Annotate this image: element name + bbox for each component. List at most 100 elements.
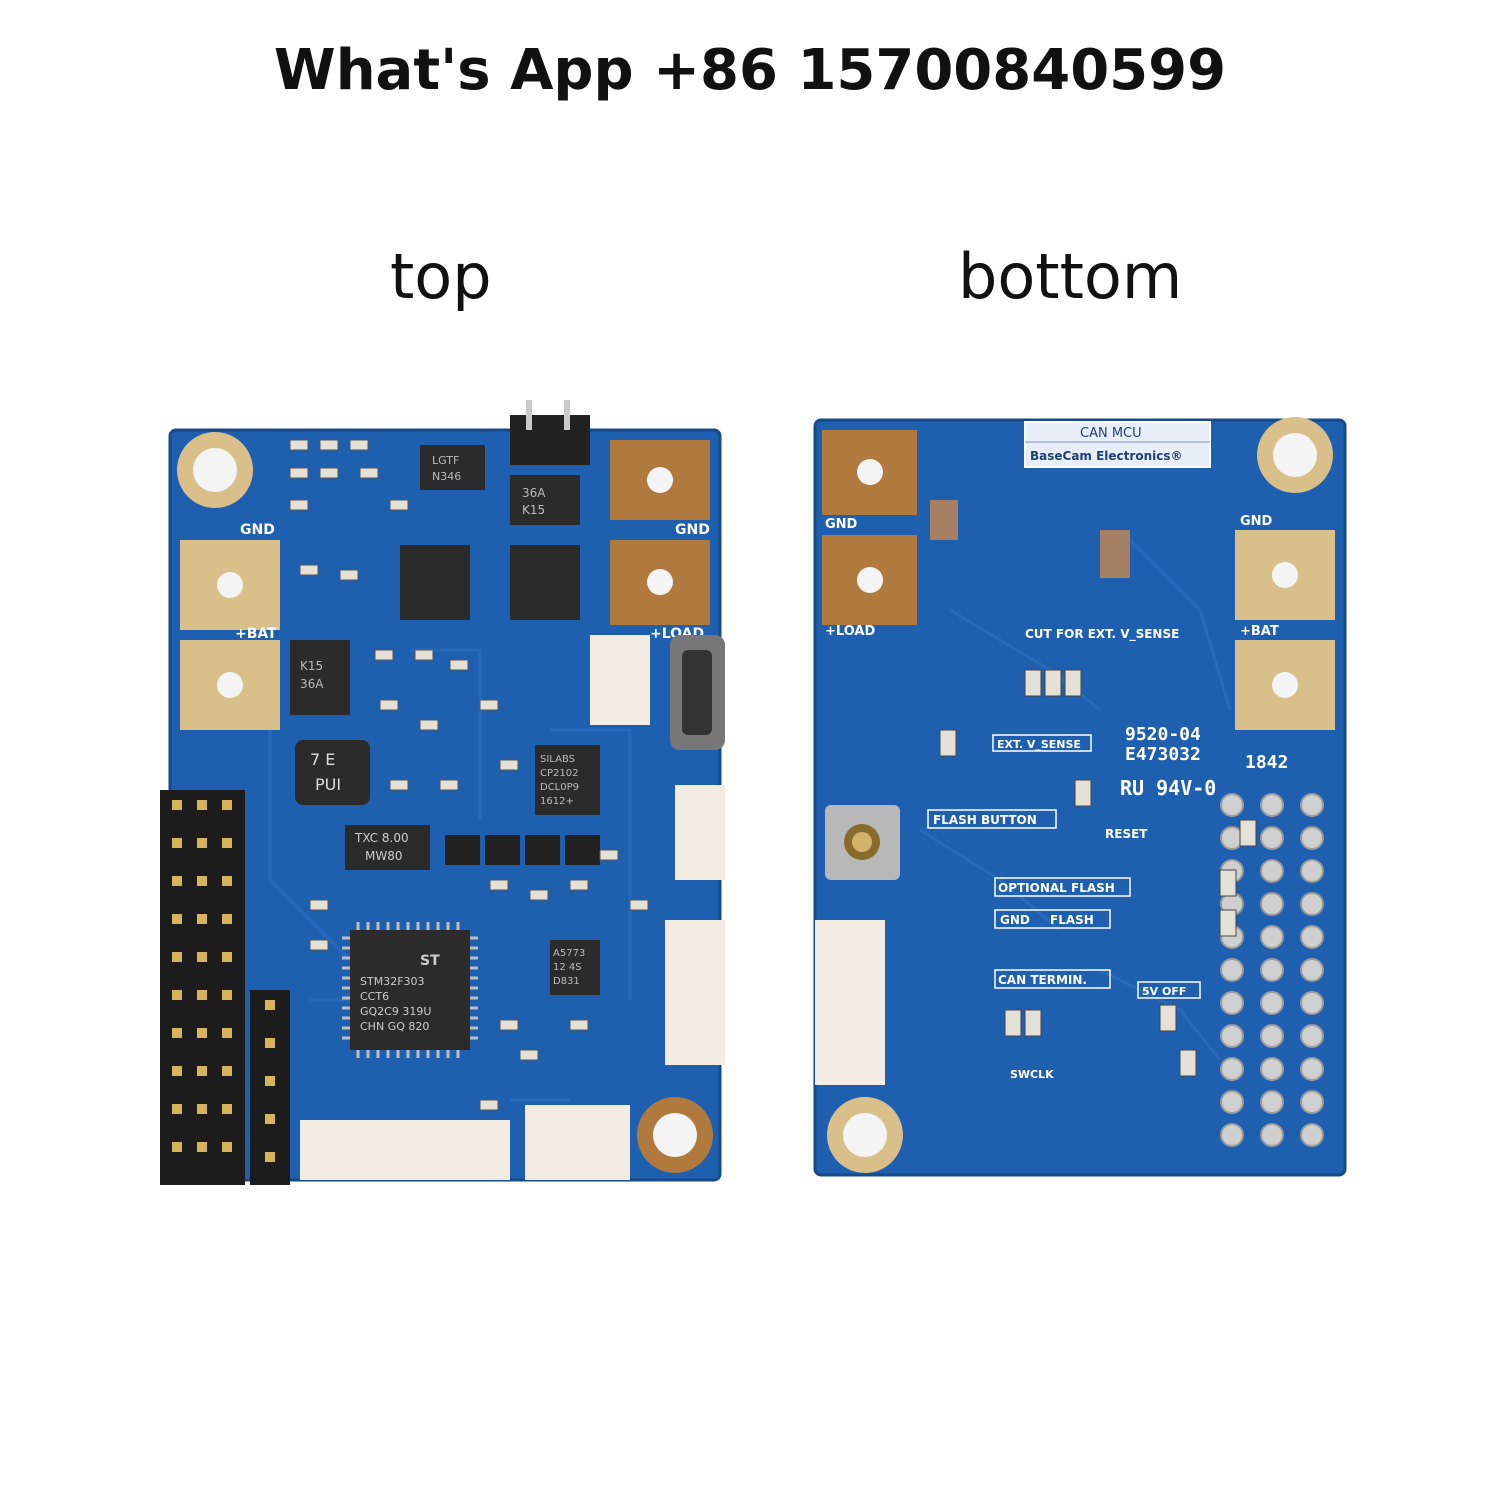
silk-gnd: GND xyxy=(1000,913,1030,927)
mosfet-1-line-1: LGTF xyxy=(432,454,459,467)
through-hole-pad xyxy=(1300,1090,1324,1114)
smd-part xyxy=(439,779,459,791)
through-hole-pad xyxy=(1220,1123,1244,1147)
brand-plate: CAN MCU BaseCam Electronics® xyxy=(1024,421,1211,468)
connector-bottom-small xyxy=(525,1105,630,1180)
header-pin xyxy=(172,914,182,924)
jumper-header-top xyxy=(510,400,590,465)
smd-part xyxy=(569,879,589,891)
smd-part xyxy=(499,759,519,771)
mcu-line-3: GQ2C9 319U xyxy=(360,1005,431,1018)
mosfet-2-line-1: 36A xyxy=(522,486,546,500)
mounting-hole-bottom-bl xyxy=(827,1097,903,1173)
driver-line-1: A5773 xyxy=(553,948,585,959)
through-hole-pad xyxy=(1260,1090,1284,1114)
power-diode: K15 36A xyxy=(290,640,350,715)
jumper-row-middle xyxy=(445,835,600,865)
driver-line-2: 12 4S xyxy=(553,962,582,973)
silk-bat: +BAT xyxy=(235,626,277,642)
header-pin xyxy=(197,990,207,1000)
silk-flash: FLASH xyxy=(1050,913,1094,927)
mounting-hole-bottom-tr xyxy=(1257,417,1333,493)
smd-part xyxy=(349,439,369,451)
smd-part xyxy=(489,879,509,891)
connector-jst-small xyxy=(590,635,650,725)
header-pin xyxy=(265,1076,275,1086)
through-hole-pad xyxy=(1220,1057,1244,1081)
diode-line-1: K15 xyxy=(300,659,323,673)
header-pin xyxy=(197,952,207,962)
through-hole-pad xyxy=(1300,991,1324,1015)
bottom-side-label: bottom xyxy=(958,240,1183,313)
header-pin xyxy=(222,876,232,886)
header-pin xyxy=(222,1028,232,1038)
silk-gnd-right: GND xyxy=(675,522,710,538)
inductor-line-1: 7 E xyxy=(310,750,335,769)
smd-part xyxy=(599,849,619,861)
usb-chip-line-1: SILABS xyxy=(540,754,575,765)
smd-part xyxy=(389,779,409,791)
diode-line-2: 36A xyxy=(300,677,324,691)
smd-part xyxy=(499,1019,519,1031)
smd-part xyxy=(1219,909,1237,937)
silk-can-termin: CAN TERMIN. xyxy=(998,973,1087,987)
smd-part xyxy=(1074,779,1092,807)
mcu-line-1: STM32F303 xyxy=(360,975,425,988)
header-pin xyxy=(222,914,232,924)
smd-part xyxy=(529,889,549,901)
pad-bat-left xyxy=(180,640,280,730)
silk-can-mcu: CAN MCU xyxy=(1080,426,1142,441)
capacitor-1 xyxy=(930,500,958,540)
header-pins xyxy=(172,800,275,1162)
through-hole-pad xyxy=(1260,859,1284,883)
through-hole-pad xyxy=(1300,958,1324,982)
top-board-svg: GND +BAT GND +LOAD LGTF N346 36A K15 K15… xyxy=(160,400,725,1185)
header-pin xyxy=(172,1028,182,1038)
through-hole-pad xyxy=(1260,1057,1284,1081)
through-hole-pad xyxy=(1300,793,1324,817)
silk-flash-button: FLASH BUTTON xyxy=(933,813,1037,827)
silk-date-code: 1842 xyxy=(1245,752,1288,773)
crystal-line-2: MW80 xyxy=(365,849,403,863)
power-ic-1 xyxy=(400,545,470,620)
header-pin xyxy=(197,800,207,810)
through-hole-pad xyxy=(1260,1024,1284,1048)
header-pin xyxy=(265,1152,275,1162)
flash-button[interactable] xyxy=(825,805,900,880)
silk-cut-sense: CUT FOR EXT. V_SENSE xyxy=(1025,627,1179,642)
mounting-hole-top-left xyxy=(177,432,253,508)
through-hole-pad xyxy=(1260,892,1284,916)
header-pin xyxy=(222,838,232,848)
through-hole-pad xyxy=(1220,958,1244,982)
header-pin xyxy=(265,1114,275,1124)
smd-part xyxy=(939,729,957,757)
header-pin xyxy=(222,1104,232,1114)
smd-part xyxy=(1219,869,1237,897)
header-pin xyxy=(172,1142,182,1152)
header-pin xyxy=(222,952,232,962)
mosfet-1-line-2: N346 xyxy=(432,470,461,483)
smd-part xyxy=(1004,1009,1022,1037)
header-pin xyxy=(172,952,182,962)
silk-brand: BaseCam Electronics® xyxy=(1030,449,1182,463)
mcu-brand: ST xyxy=(420,953,440,969)
header-pin xyxy=(197,876,207,886)
header-pin xyxy=(265,1038,275,1048)
header-pin xyxy=(172,838,182,848)
header-pin xyxy=(172,990,182,1000)
mcu-line-4: CHN GQ 820 xyxy=(360,1020,429,1033)
silk-bottom-bat: +BAT xyxy=(1240,624,1279,639)
silk-gnd-left: GND xyxy=(240,522,275,538)
mosfet-2-line-2: K15 xyxy=(522,503,545,517)
header-pin xyxy=(222,1142,232,1152)
smd-components xyxy=(289,439,649,1111)
header-pin xyxy=(197,1142,207,1152)
crystal-line-1: TXC 8.00 xyxy=(354,831,409,845)
connector-side xyxy=(675,785,725,880)
silk-rating: RU 94V-0 xyxy=(1120,776,1216,800)
through-hole-pad xyxy=(1220,1090,1244,1114)
smd-part xyxy=(629,899,649,911)
mosfet-1: LGTF N346 xyxy=(420,445,485,490)
contact-headline: What's App +86 15700840599 xyxy=(273,38,1227,103)
mosfet-2: 36A K15 xyxy=(510,475,580,525)
